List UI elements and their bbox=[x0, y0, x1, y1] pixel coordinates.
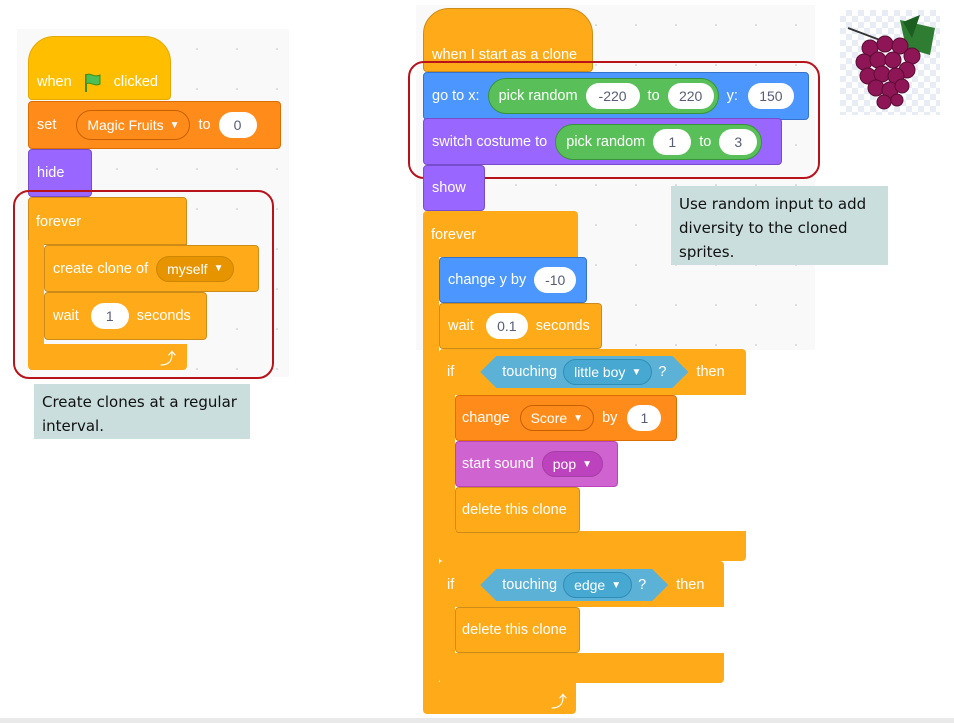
score-variable-dropdown[interactable]: Score ▼ bbox=[520, 405, 594, 431]
if-foot bbox=[439, 653, 724, 683]
touch-target-2: edge bbox=[574, 577, 605, 593]
highlight-box-clone-loop bbox=[13, 190, 274, 379]
change-y-block[interactable]: change y by -10 bbox=[439, 257, 587, 303]
then-label: then bbox=[696, 364, 724, 380]
if-header-row: if touching edge ▼ ? then bbox=[447, 568, 704, 602]
set-label: set bbox=[37, 117, 56, 133]
question-mark: ? bbox=[658, 364, 666, 380]
highlight-box-random bbox=[408, 61, 820, 179]
sound-dropdown[interactable]: pop ▼ bbox=[542, 451, 603, 477]
delete-clone-label: delete this clone bbox=[462, 622, 567, 638]
if-label: if bbox=[447, 364, 454, 380]
if-label: if bbox=[447, 577, 454, 593]
note-create-clones: Create clones at a regular interval. bbox=[34, 384, 250, 439]
by-label: by bbox=[602, 410, 617, 426]
grape-sprite bbox=[840, 10, 940, 115]
start-sound-block[interactable]: start sound pop ▼ bbox=[455, 441, 618, 487]
sound-name: pop bbox=[553, 456, 576, 472]
score-value-input[interactable]: 1 bbox=[627, 405, 661, 431]
touching-edge-condition[interactable]: touching edge ▼ ? bbox=[480, 569, 668, 601]
chevron-down-icon: ▼ bbox=[631, 367, 641, 378]
wait-label: wait bbox=[448, 318, 474, 334]
touching-label: touching bbox=[502, 577, 557, 593]
show-label: show bbox=[432, 180, 466, 196]
delete-clone-block[interactable]: delete this clone bbox=[455, 607, 580, 653]
loop-arrow-icon: ⤴ bbox=[551, 688, 567, 712]
chevron-down-icon: ▼ bbox=[573, 413, 583, 424]
if-spine bbox=[439, 393, 455, 533]
touch-target-1: little boy bbox=[574, 364, 625, 380]
start-sound-label: start sound bbox=[462, 456, 534, 472]
touching-little-boy-condition[interactable]: touching little boy ▼ ? bbox=[480, 356, 688, 388]
seconds-label: seconds bbox=[536, 318, 590, 334]
clicked-label: clicked bbox=[114, 74, 158, 90]
chevron-down-icon: ▼ bbox=[611, 580, 621, 591]
wait-input[interactable]: 0.1 bbox=[486, 313, 528, 339]
delete-clone-block[interactable]: delete this clone bbox=[455, 487, 580, 533]
forever-label: forever bbox=[431, 225, 476, 245]
when-flag-clicked-block[interactable]: when clicked bbox=[28, 36, 171, 100]
when-label: when bbox=[37, 74, 72, 90]
touch-target-dropdown[interactable]: edge ▼ bbox=[563, 572, 632, 598]
show-block[interactable]: show bbox=[423, 165, 485, 211]
note-random-input: Use random input to add diversity to the… bbox=[671, 186, 888, 265]
change-y-label: change y by bbox=[448, 272, 526, 288]
touching-label: touching bbox=[502, 364, 557, 380]
score-variable: Score bbox=[531, 410, 568, 426]
bottom-scrollbar[interactable] bbox=[0, 718, 954, 723]
set-value-input[interactable]: 0 bbox=[219, 112, 257, 138]
variable-name: Magic Fruits bbox=[87, 117, 163, 133]
delete-clone-label: delete this clone bbox=[462, 502, 567, 518]
forever-spine bbox=[423, 255, 439, 685]
hide-label: hide bbox=[37, 165, 64, 181]
to-label: to bbox=[198, 117, 210, 133]
if-spine bbox=[439, 605, 455, 655]
green-flag-icon bbox=[82, 71, 104, 93]
chevron-down-icon: ▼ bbox=[582, 459, 592, 470]
change-y-input[interactable]: -10 bbox=[534, 267, 576, 293]
set-variable-block[interactable]: set Magic Fruits ▼ to 0 bbox=[28, 101, 281, 149]
wait-block[interactable]: wait 0.1 seconds bbox=[439, 303, 602, 349]
change-score-block[interactable]: change Score ▼ by 1 bbox=[455, 395, 677, 441]
variable-dropdown[interactable]: Magic Fruits ▼ bbox=[76, 110, 190, 140]
change-label: change bbox=[462, 410, 510, 426]
chevron-down-icon: ▼ bbox=[170, 120, 180, 131]
if-foot bbox=[439, 531, 746, 561]
touch-target-dropdown[interactable]: little boy ▼ bbox=[563, 359, 652, 385]
if-header-row: if touching little boy ▼ ? then bbox=[447, 355, 725, 389]
then-label: then bbox=[676, 577, 704, 593]
question-mark: ? bbox=[638, 577, 646, 593]
